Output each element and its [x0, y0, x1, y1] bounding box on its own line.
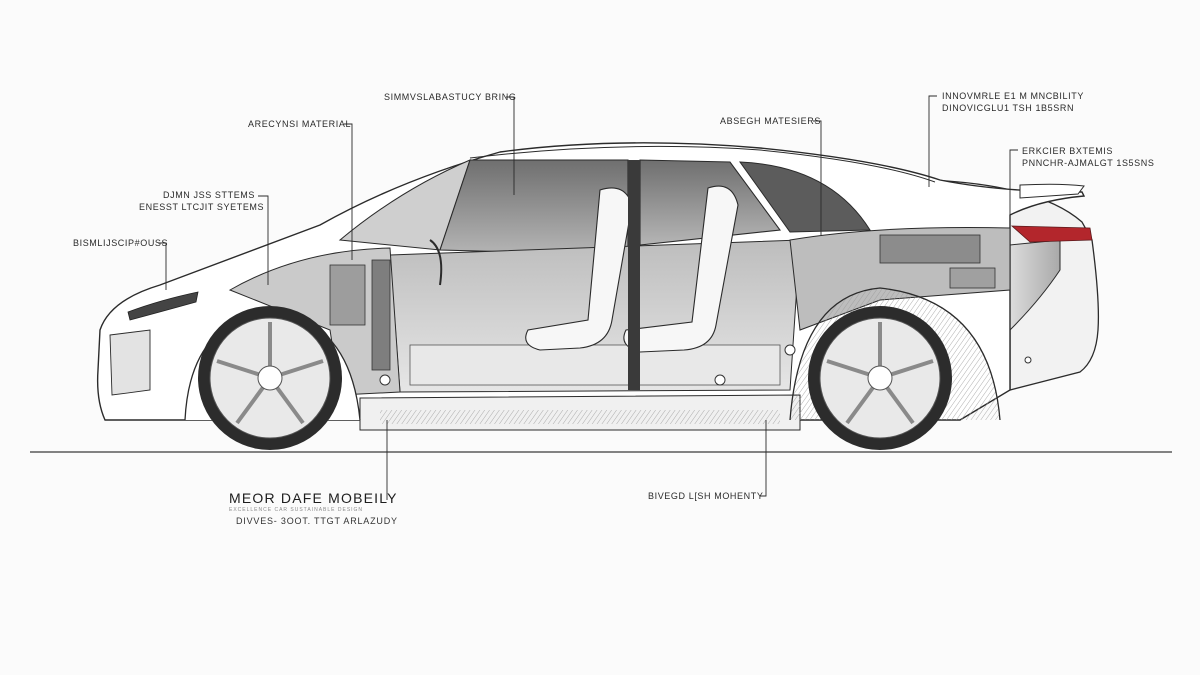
steering-wheel: [429, 239, 443, 286]
taillight: [1010, 225, 1093, 243]
leader-bismuscip: [158, 242, 167, 290]
callout-dm-systems: DJMN JSS STTEMS: [163, 190, 256, 200]
rear-quarter-glass: [1009, 239, 1061, 332]
callout-energy-systems-sub: PNNCHR-AJMALGT 1S5SNS: [1022, 158, 1155, 168]
diagram-subtitle: DIVVES- 3OOT. TTGT ARLAZUDY: [236, 516, 398, 526]
leader-bottom-mobility: [760, 420, 767, 497]
leader-dm-systems: [258, 195, 269, 285]
front-mechanical-bay: [228, 247, 401, 396]
callout-innovative-mobility: INNOVMRLE E1 M MNCBILITY: [942, 91, 1084, 101]
rear-pillar-window: [738, 161, 871, 233]
rear-spoiler: [1019, 183, 1085, 199]
front-seat: [525, 187, 633, 351]
front-grille: [109, 329, 151, 396]
callout-recycled-material: ARECYNSI MATERIAL: [248, 119, 352, 129]
callout-sustainable-bins: SIMMVSLABASTUCY BRING: [384, 92, 517, 102]
rear-reflector: [1024, 356, 1032, 364]
rear-seat: [623, 185, 739, 353]
headlight: [127, 291, 199, 321]
leader-recycled-material: [344, 123, 353, 260]
leader-adaptive-materials: [813, 120, 822, 235]
callout-bottom-mobility: BIVEGD L[SH MOHENTY: [648, 491, 764, 501]
b-pillar: [628, 160, 640, 390]
diagram-title-fineprint: EXCELLENCE CAR SUSTAINABLE DESIGN: [229, 507, 364, 513]
leader-innovative-mobility: [928, 95, 937, 187]
sill-hatching: [380, 410, 780, 424]
callout-energy-light-systems: ENESST LTCJIT SYETEMS: [139, 202, 265, 212]
front-wheel: [198, 306, 342, 450]
leader-energy-systems: [1009, 149, 1018, 230]
callout-leader-lines: [158, 95, 1018, 500]
leader-sustainable-bins: [506, 96, 515, 195]
rear-wheel: [808, 306, 952, 450]
diagram-title: MEOR DAFE MOBEILY: [229, 490, 398, 506]
callout-bismuscip: BISMLIJSCIP#OUSS: [73, 238, 169, 248]
callout-energy-systems: ERKCIER BXTEMIS: [1022, 146, 1114, 156]
callout-innovative-mobility-sub: DINOVICGLU1 TSH 1B5SRN: [942, 103, 1075, 113]
callout-adaptive-materials: ABSEGH MATESIERS: [720, 116, 821, 126]
roof-line: [469, 145, 936, 183]
